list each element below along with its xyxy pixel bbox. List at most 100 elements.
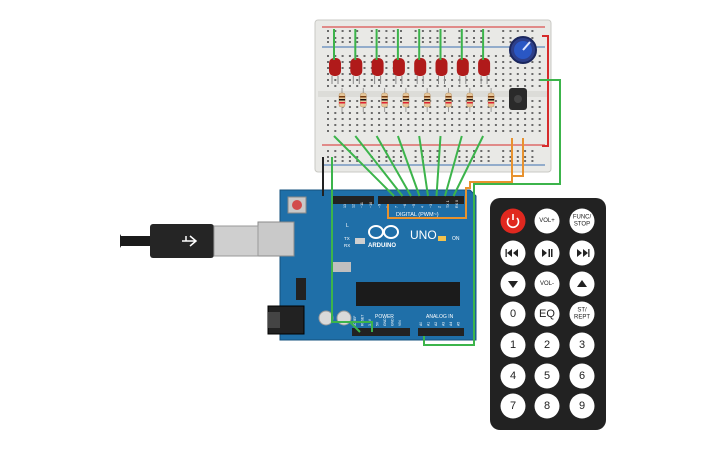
breadboard-hole [465, 41, 468, 43]
breadboard-hole [414, 130, 417, 132]
breadboard-hole [414, 112, 417, 114]
breadboard-hole [392, 100, 395, 102]
breadboard-hole [414, 41, 417, 43]
breadboard-hole [421, 85, 424, 87]
breadboard-hole [356, 30, 359, 32]
breadboard-hole [348, 106, 351, 108]
breadboard-hole [487, 41, 490, 43]
led [478, 58, 491, 84]
breadboard-hole [341, 55, 344, 57]
down-button[interactable] [500, 271, 526, 297]
breadboard-hole [531, 37, 534, 39]
breadboard-hole [502, 30, 505, 32]
breadboard-hole [494, 85, 497, 87]
breadboard-hole [400, 118, 402, 120]
breadboard-hole [385, 112, 388, 114]
analog-pin-label: A1 [427, 322, 431, 326]
breadboard-hole [524, 124, 527, 126]
breadboard-hole [400, 112, 402, 114]
remote-button[interactable]: 0 [500, 301, 526, 327]
remote-button[interactable]: 8 [534, 393, 560, 419]
breadboard-hole [421, 106, 424, 108]
breadboard-hole [473, 106, 475, 108]
resistor [381, 88, 388, 112]
remote-button[interactable]: 3 [569, 332, 595, 358]
breadboard-hole [524, 150, 527, 152]
fast-forward-button[interactable] [569, 240, 595, 266]
remote-button[interactable]: VOL- [534, 271, 560, 297]
breadboard-hole [465, 37, 468, 39]
breadboard-hole [327, 85, 329, 87]
breadboard-hole [451, 55, 454, 57]
remote-button[interactable]: FUNC/STOP [569, 208, 595, 234]
remote-button[interactable]: 6 [569, 363, 595, 389]
breadboard-hole [356, 55, 359, 57]
breadboard-hole [480, 41, 483, 43]
breadboard-hole [378, 79, 381, 81]
power-pin-label: VIN [398, 320, 402, 326]
breadboard-hole [494, 79, 497, 81]
play-pause-button[interactable] [534, 240, 560, 266]
led [414, 58, 427, 84]
breadboard-hole [327, 100, 329, 102]
breadboard-hole [494, 130, 497, 132]
digital-pin-label: 13 [343, 204, 347, 208]
remote-button[interactable]: 9 [569, 393, 595, 419]
breadboard-hole [473, 37, 475, 39]
arduino-model: UNO [410, 228, 437, 242]
resistor [402, 88, 410, 112]
breadboard-hole [414, 118, 417, 120]
breadboard-hole [341, 112, 344, 114]
breadboard-hole [334, 55, 337, 57]
breadboard-hole [414, 106, 417, 108]
rewind-button[interactable] [500, 240, 526, 266]
remote-button[interactable]: 1 [500, 332, 526, 358]
up-button[interactable] [569, 271, 595, 297]
remote-button-label: EQ [539, 308, 555, 320]
breadboard-hole [451, 112, 454, 114]
remote-button[interactable]: EQ [534, 301, 560, 327]
remote-button[interactable]: 7 [500, 393, 526, 419]
power-header [352, 328, 410, 336]
power-button[interactable] [500, 208, 526, 234]
remote-button[interactable]: 4 [500, 363, 526, 389]
breadboard-hole [516, 118, 519, 120]
breadboard-hole [348, 118, 351, 120]
remote-button-label: VOL+ [539, 218, 555, 224]
breadboard-hole [451, 61, 454, 63]
breadboard-hole [421, 41, 424, 43]
remote-button[interactable]: 2 [534, 332, 560, 358]
breadboard-hole [480, 106, 483, 108]
breadboard-hole [516, 79, 519, 81]
arduino-board[interactable]: ARDUINO UNO DIGITAL (PWM~) POWER ANALOG … [257, 189, 477, 341]
potentiometer[interactable] [509, 36, 537, 64]
breadboard-hole [436, 106, 439, 108]
remote-button[interactable]: 5 [534, 363, 560, 389]
breadboard-hole [341, 85, 344, 87]
breadboard-hole [392, 156, 395, 158]
breadboard-hole [487, 124, 490, 126]
remote-button[interactable]: VOL+ [534, 208, 560, 234]
remote-button[interactable]: ST/REPT [569, 301, 595, 327]
breadboard-hole [341, 150, 344, 152]
breadboard-hole [327, 30, 329, 32]
breadboard-hole [509, 61, 512, 63]
breadboard-hole [392, 85, 395, 87]
breadboard-hole [509, 79, 512, 81]
breadboard-hole [429, 85, 432, 87]
breadboard-hole [392, 41, 395, 43]
breadboard-hole [341, 160, 344, 162]
breadboard-hole [378, 112, 381, 114]
breadboard-hole [385, 79, 388, 81]
breadboard-hole [473, 130, 475, 132]
wire-green [375, 135, 412, 197]
ir-receiver[interactable] [509, 88, 527, 110]
breadboard-hole [465, 85, 468, 87]
breadboard-hole [509, 124, 512, 126]
resistor-row [338, 88, 495, 112]
breadboard-hole [385, 41, 388, 43]
breadboard-hole [429, 130, 432, 132]
breadboard-hole [509, 41, 512, 43]
breadboard-hole [407, 67, 410, 69]
